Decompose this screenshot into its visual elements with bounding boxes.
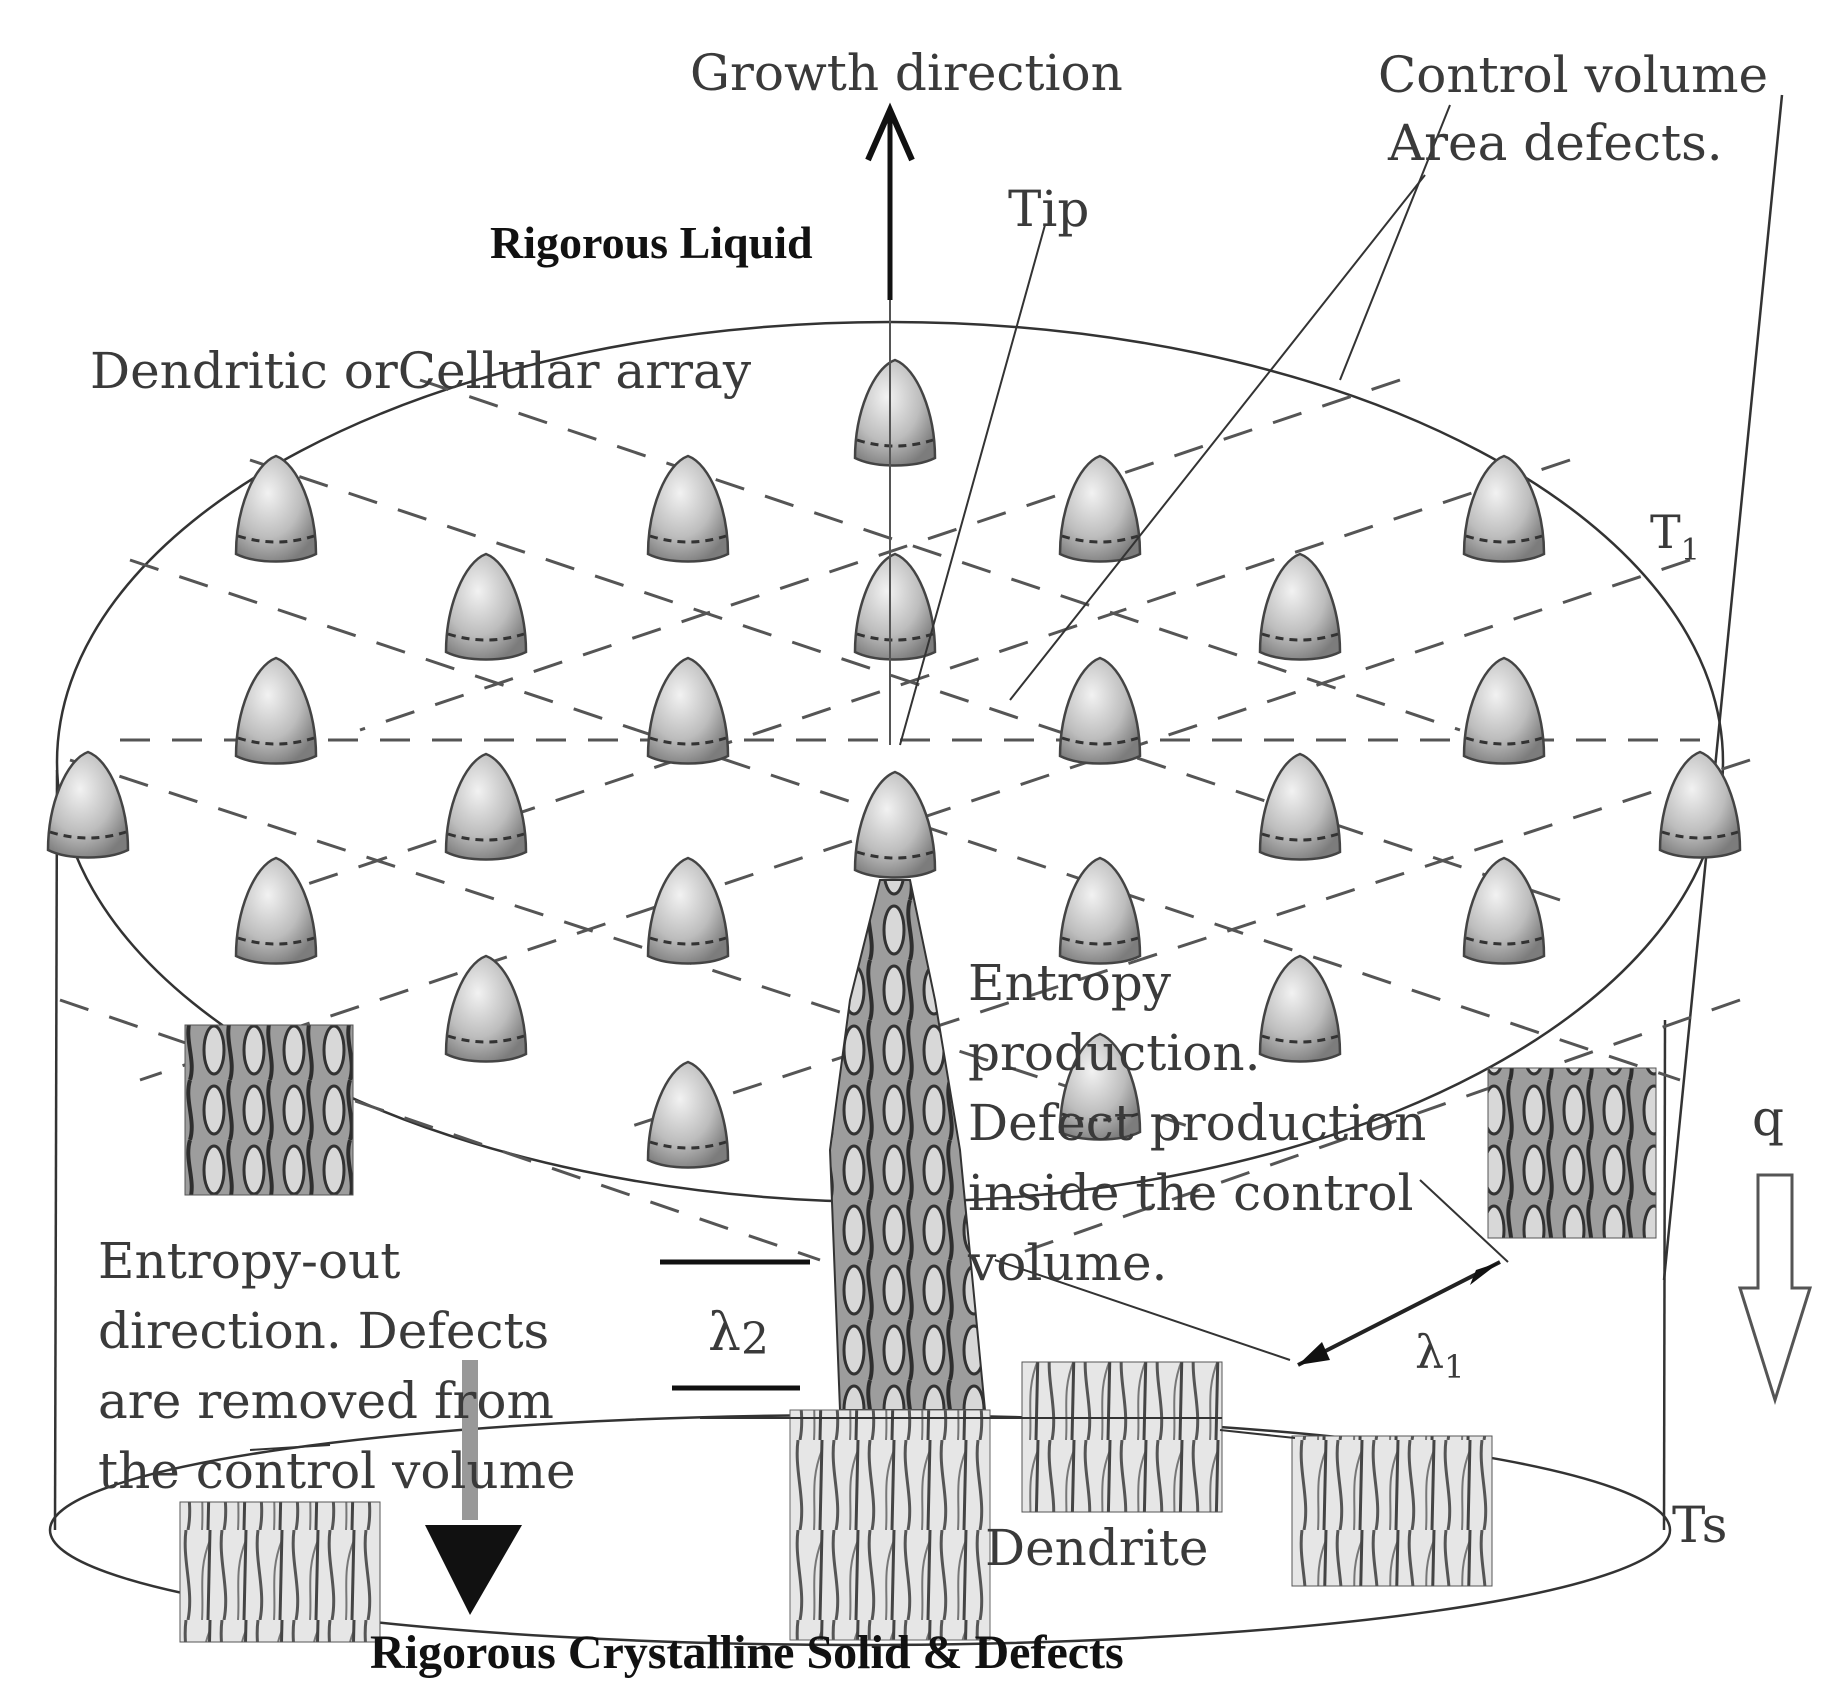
entropy-production-line-5: volume. bbox=[967, 1234, 1167, 1292]
growth-direction-arrow bbox=[865, 102, 915, 745]
t1-label: T1 bbox=[1650, 505, 1700, 568]
lambda1-label: λ1 bbox=[1415, 1325, 1465, 1386]
dendritic-array-label: Dendritic orCellular array bbox=[90, 342, 752, 400]
entropy-production-line-2: production. bbox=[968, 1024, 1261, 1082]
lambda1-arrow bbox=[1297, 1260, 1501, 1367]
micro-inset-bottom-right bbox=[1291, 1435, 1493, 1587]
cell bbox=[444, 752, 528, 861]
cell bbox=[1058, 656, 1142, 765]
cell bbox=[234, 656, 318, 765]
growth-direction-label: Growth direction bbox=[690, 44, 1123, 102]
ts-label: Ts bbox=[1672, 1496, 1727, 1554]
heat-flux-arrow bbox=[1737, 1173, 1813, 1406]
cell bbox=[646, 1060, 730, 1169]
q-label: q bbox=[1752, 1089, 1784, 1147]
control-volume-label: Control volume bbox=[1378, 46, 1768, 104]
cell bbox=[444, 954, 528, 1063]
area-defects-label: Area defects. bbox=[1387, 114, 1723, 172]
labels: Growth direction Control volume Area def… bbox=[90, 44, 1784, 1679]
central-dendrite bbox=[789, 770, 991, 1641]
cell bbox=[1462, 656, 1546, 765]
entropy-out-line-4: the control volume bbox=[98, 1442, 576, 1500]
tip-leader bbox=[899, 224, 1046, 746]
cell bbox=[853, 552, 937, 661]
micro-inset-right bbox=[1487, 1067, 1657, 1239]
entropy-production-line-1: Entropy bbox=[968, 954, 1172, 1012]
entropy-out-line-1: Entropy-out bbox=[98, 1232, 400, 1290]
cell bbox=[1258, 552, 1342, 661]
control-volume-leader-1 bbox=[1009, 174, 1426, 701]
cell bbox=[1462, 856, 1546, 965]
cell bbox=[46, 750, 130, 859]
cell bbox=[1058, 856, 1142, 965]
leader-lines bbox=[899, 104, 1509, 1361]
cell bbox=[1462, 454, 1546, 563]
control-volume-leader-2 bbox=[1339, 104, 1451, 381]
lambda1-bracket-left bbox=[994, 1259, 1291, 1361]
rigorous-solid-label: Rigorous Crystalline Solid & Defects bbox=[370, 1626, 1124, 1679]
cell bbox=[646, 656, 730, 765]
cell bbox=[234, 454, 318, 563]
solidification-lines bbox=[249, 1417, 1296, 1451]
cell bbox=[1258, 954, 1342, 1063]
entropy-out-line-2: direction. Defects bbox=[98, 1302, 549, 1360]
lambda1-bracket-right bbox=[1419, 1179, 1509, 1263]
micro-inset-left bbox=[184, 1024, 354, 1196]
cell bbox=[1258, 752, 1342, 861]
entropy-out-arrow bbox=[425, 1360, 522, 1615]
cell bbox=[234, 856, 318, 965]
lambda2-markers bbox=[660, 1259, 810, 1391]
array-lattice bbox=[59, 378, 1751, 1262]
cell bbox=[646, 454, 730, 563]
lambda2-label: λ2 bbox=[708, 1303, 769, 1365]
entropy-production-line-4: inside the control bbox=[968, 1164, 1414, 1222]
entropy-out-line-3: are removed from bbox=[98, 1372, 554, 1430]
micro-inset-bottom-left bbox=[179, 1501, 381, 1643]
micro-inset-bottom-center bbox=[1021, 1361, 1223, 1513]
tip-label: Tip bbox=[1008, 180, 1089, 238]
rigorous-liquid-label: Rigorous Liquid bbox=[490, 217, 813, 268]
cell bbox=[853, 358, 937, 467]
microstructure-insets bbox=[179, 1024, 1657, 1643]
entropy-production-line-3: Defect production bbox=[968, 1094, 1426, 1152]
cell bbox=[646, 856, 730, 965]
dendrite-label: Dendrite bbox=[985, 1519, 1208, 1577]
cell bbox=[444, 552, 528, 661]
